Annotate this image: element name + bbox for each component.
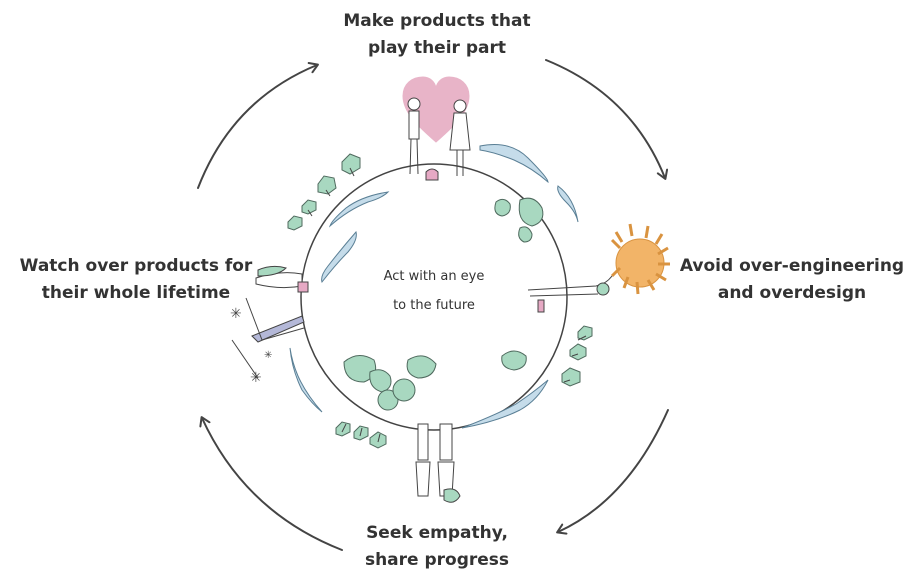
svg-text:✳: ✳ xyxy=(250,370,262,386)
label-right: Avoid over-engineering and overdesign xyxy=(672,253,912,307)
label-left: Watch over products for their whole life… xyxy=(6,253,266,307)
label-right-line-2: and overdesign xyxy=(717,283,867,303)
sun-shape xyxy=(615,238,665,288)
center-label-line-2: to the future xyxy=(393,298,475,313)
label-top-line-1: Make products that xyxy=(343,11,531,31)
label-top-line-2: play their part xyxy=(368,38,506,58)
label-bottom-line-2: share progress xyxy=(364,550,510,570)
label-left-line-2: their whole lifetime xyxy=(41,283,231,303)
center-label-line-1: Act with an eye xyxy=(383,269,485,284)
arrow-bottom-to-left xyxy=(199,416,343,551)
left-scene: ✳ ✳ ✳ xyxy=(230,265,309,386)
right-scene xyxy=(527,223,670,313)
top-scene xyxy=(402,76,471,181)
main-circle xyxy=(300,163,568,431)
arrow-top-to-right xyxy=(545,59,669,180)
label-top: Make products that play their part xyxy=(317,8,557,62)
svg-text:✳: ✳ xyxy=(230,306,242,322)
center-label: Act with an eye to the future xyxy=(349,262,519,320)
svg-text:✳: ✳ xyxy=(264,350,272,361)
bottom-scene xyxy=(415,423,461,503)
water-streams xyxy=(289,144,579,429)
arrow-left-to-top xyxy=(197,62,319,189)
cycle-arrows xyxy=(197,59,669,551)
label-bottom: Seek empathy, share progress xyxy=(317,520,557,574)
label-right-line-1: Avoid over-engineering xyxy=(679,256,905,276)
label-left-line-1: Watch over products for xyxy=(19,256,253,276)
foliage xyxy=(287,153,593,449)
arrow-right-to-bottom xyxy=(556,409,669,535)
label-bottom-line-1: Seek empathy, xyxy=(366,523,508,543)
tree-trunks xyxy=(307,167,587,443)
